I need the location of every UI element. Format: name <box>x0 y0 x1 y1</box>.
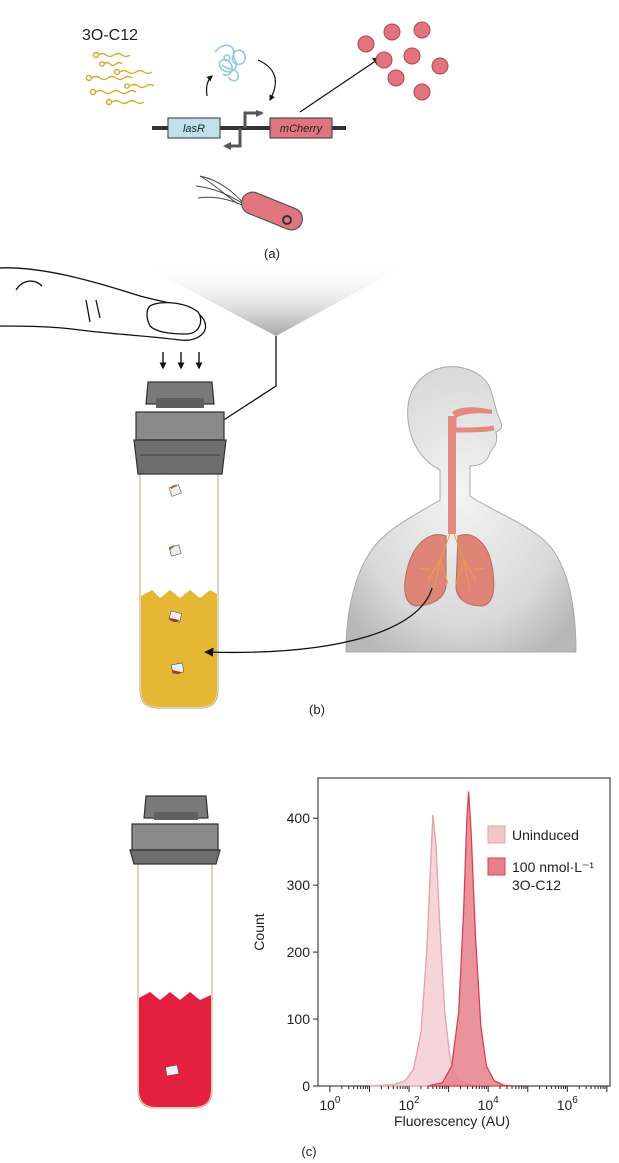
y-tick-label: 100 <box>287 1011 311 1027</box>
translation-arrow <box>207 76 212 96</box>
promoter-forward-head <box>256 110 264 117</box>
y-tick-label: 0 <box>302 1078 310 1094</box>
caption-a: (a) <box>264 246 280 261</box>
legend-swatch-induced <box>488 858 505 875</box>
panel-c: 0 100 200 300 400 100 102 104 106 Count Fluoresc… <box>130 778 610 1159</box>
legend-label-uninduced: Uninduced <box>512 827 579 843</box>
activation-arrow <box>258 60 275 100</box>
ahl-molecules <box>87 53 155 105</box>
bacterium <box>196 176 306 233</box>
mcherry-proteins <box>358 22 448 100</box>
mcherry-gene-label: mCherry <box>280 123 324 135</box>
y-axis-label: Count <box>251 913 267 950</box>
press-arrows <box>163 352 199 368</box>
caption-c: (c) <box>301 1144 316 1159</box>
y-tick-label: 300 <box>287 877 311 893</box>
x-tick-label: 102 <box>398 1095 420 1113</box>
legend-swatch-uninduced <box>488 826 505 843</box>
human-silhouette <box>346 367 576 652</box>
lasr-protein <box>215 45 245 80</box>
legend-label-induced-line2: 3O-C12 <box>512 877 561 893</box>
molecule-label: 3O-C12 <box>82 27 138 44</box>
y-tick-label: 400 <box>287 810 311 826</box>
panel-b: (b) <box>0 264 576 717</box>
result-tube <box>130 796 220 1108</box>
caption-b: (b) <box>309 702 325 717</box>
y-tick-label: 200 <box>287 944 311 960</box>
lasr-gene-label: lasR <box>183 123 205 135</box>
promoter-reverse-head <box>223 142 231 150</box>
panel-a: 3O-C12 lasR mCherry <box>82 22 448 261</box>
expression-arrow <box>300 58 380 112</box>
x-axis-label: Fluorescency (AU) <box>394 1113 510 1129</box>
x-tick-label: 104 <box>478 1095 500 1113</box>
legend-label-induced: 100 nmol·L⁻¹ <box>512 859 594 875</box>
fluorescence-histogram: 0 100 200 300 400 100 102 104 106 Count Fluoresc… <box>251 778 610 1129</box>
promoter-reverse <box>226 128 240 146</box>
x-tick-label: 106 <box>557 1095 579 1113</box>
x-tick-label: 100 <box>319 1095 341 1113</box>
sampling-tube <box>134 382 226 708</box>
legend: Uninduced 100 nmol·L⁻¹ 3O-C12 <box>488 826 594 893</box>
